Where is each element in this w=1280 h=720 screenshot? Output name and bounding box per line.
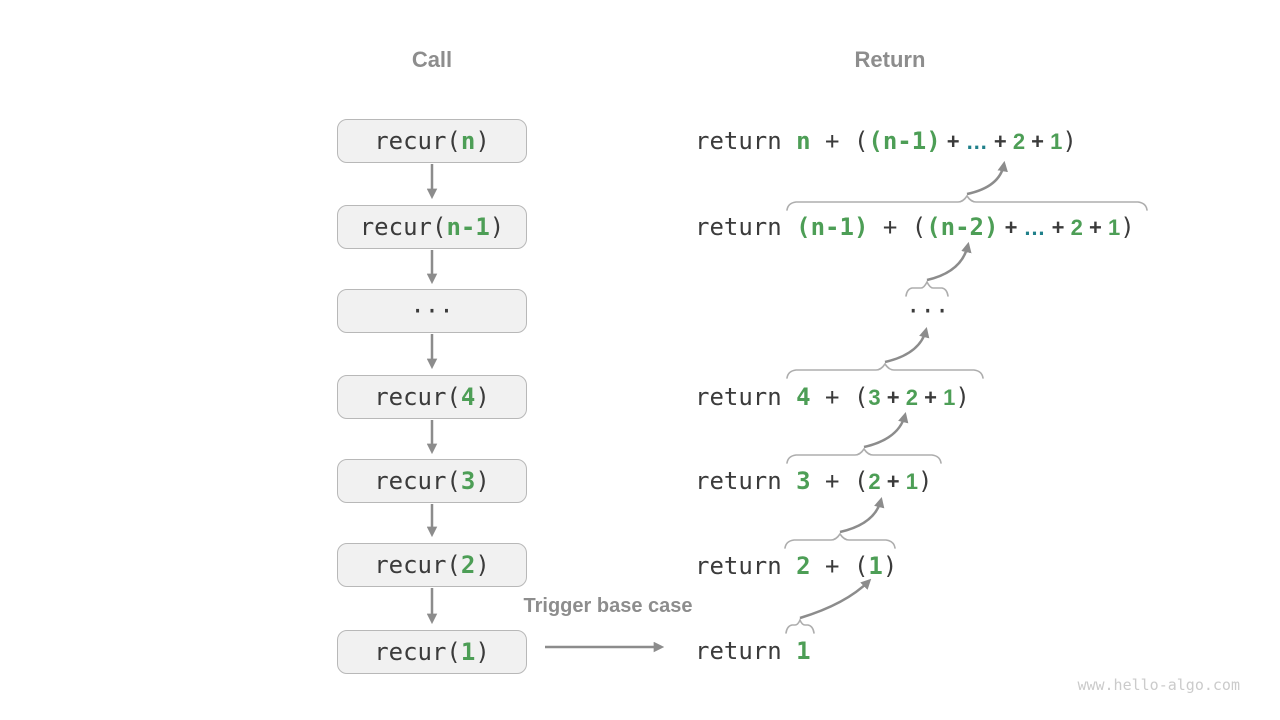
call-box-recur-n: recur(n) [337, 119, 527, 163]
return-line-ellipsis: ··· [906, 294, 949, 328]
return-arrow-to-ellipsis-icon [884, 326, 930, 364]
return-line-recur-4: return 4 + (3 + 2 + 1) [695, 380, 970, 414]
code-segment: + [998, 215, 1024, 240]
code-segment: recur( [374, 638, 461, 666]
return-arrow-to-recur-2-icon [799, 578, 872, 620]
return-overbraces [784, 194, 1148, 634]
overbrace-recur-1-icon [785, 617, 815, 634]
code-segment: ) [489, 213, 505, 241]
overbrace-recur-4-icon [786, 362, 984, 379]
code-segment: 3 [868, 385, 881, 410]
code-segment: + [880, 385, 906, 410]
code-segment: (n-2) [926, 213, 999, 241]
code-segment: return [695, 383, 797, 411]
code-segment: + [987, 129, 1013, 154]
code-segment: ··· [410, 297, 454, 325]
code-segment: return [695, 552, 797, 580]
code-segment: … [965, 129, 988, 154]
code-segment: 2 [460, 551, 476, 579]
code-segment: (n-1) [796, 213, 869, 241]
code-segment: 1 [905, 469, 918, 494]
code-segment: + [940, 129, 966, 154]
code-segment: recur( [374, 383, 461, 411]
code-segment: + ( [868, 213, 927, 241]
code-segment: return [695, 637, 797, 665]
trigger-base-case-label: Trigger base case [523, 595, 693, 617]
code-segment: 1 [943, 385, 956, 410]
overbrace-recur-n-1-icon [786, 194, 1148, 211]
code-segment: 4 [460, 383, 476, 411]
return-arrow-to-recur-n-icon [966, 160, 1008, 196]
code-segment: recur( [374, 551, 461, 579]
code-segment: return [695, 213, 797, 241]
code-segment: 1 [868, 552, 883, 580]
code-segment: … [1023, 215, 1046, 240]
return-line-recur-1: return 1 [695, 634, 811, 668]
code-segment: 2 [796, 552, 811, 580]
code-segment: 2 [905, 385, 918, 410]
code-segment: 3 [460, 467, 476, 495]
return-flow-arrows [799, 160, 1008, 620]
watermark: www.hello-algo.com [1077, 676, 1240, 694]
code-segment: + ( [810, 467, 869, 495]
call-box-recur-1: recur(1) [337, 630, 527, 674]
code-segment: n [796, 127, 811, 155]
code-segment: recur( [374, 127, 461, 155]
code-segment: ) [475, 127, 490, 155]
return-line-recur-n-1: return (n-1) + ((n-2) + … + 2 + 1) [695, 210, 1135, 244]
code-segment: + ( [810, 127, 869, 155]
call-box-ellipsis: ··· [337, 289, 527, 333]
code-segment: + [880, 469, 906, 494]
code-segment: ) [475, 383, 490, 411]
code-segment: ) [882, 552, 898, 580]
code-segment: + [1025, 129, 1051, 154]
code-segment: ) [955, 383, 970, 411]
code-segment: 1 [796, 637, 811, 665]
code-segment: 1 [1050, 129, 1063, 154]
code-segment: return [695, 127, 797, 155]
code-segment: 1 [460, 638, 476, 666]
code-segment: (n-1) [868, 127, 941, 155]
code-segment: recur( [359, 213, 447, 241]
code-segment: 2 [1070, 215, 1083, 240]
code-segment: + [917, 385, 944, 410]
return-line-recur-3: return 3 + (2 + 1) [695, 464, 932, 498]
overbrace-recur-2-icon [784, 532, 896, 549]
code-segment: ) [475, 467, 490, 495]
code-segment: return [695, 467, 797, 495]
return-line-recur-n: return n + ((n-1) + … + 2 + 1) [695, 124, 1077, 158]
code-segment: 2 [1012, 129, 1026, 154]
call-box-recur-3: recur(3) [337, 459, 527, 503]
return-column-header: Return [854, 47, 926, 72]
code-segment: 4 [796, 383, 811, 411]
overbrace-ellipsis-icon [905, 280, 949, 297]
code-segment: ) [475, 638, 490, 666]
overbrace-recur-3-icon [786, 447, 942, 464]
call-box-recur-n-1: recur(n-1) [337, 205, 527, 249]
code-segment: 3 [796, 467, 811, 495]
call-box-recur-2: recur(2) [337, 543, 527, 587]
code-segment: 1 [1107, 215, 1121, 240]
code-segment: ) [1120, 213, 1135, 241]
code-segment: + [1045, 215, 1071, 240]
call-stack-arrows [426, 164, 665, 653]
code-segment: ) [917, 467, 933, 495]
code-segment: ) [1062, 127, 1077, 155]
call-column-header: Call [411, 47, 453, 72]
code-segment: recur( [374, 467, 461, 495]
return-line-recur-2: return 2 + (1) [695, 549, 897, 583]
code-segment: 2 [868, 469, 881, 494]
code-segment: + [1082, 215, 1108, 240]
code-segment: ) [475, 551, 490, 579]
code-segment: n [460, 127, 476, 155]
code-segment: ··· [906, 297, 950, 325]
code-segment: + ( [810, 552, 869, 580]
call-box-recur-4: recur(4) [337, 375, 527, 419]
return-arrow-to-recur-4-icon [863, 411, 909, 449]
return-arrow-to-recur-n-1-icon [926, 241, 972, 282]
code-segment: n-1 [446, 213, 490, 241]
code-segment: + ( [810, 383, 869, 411]
return-arrow-to-recur-3-icon [839, 496, 885, 534]
